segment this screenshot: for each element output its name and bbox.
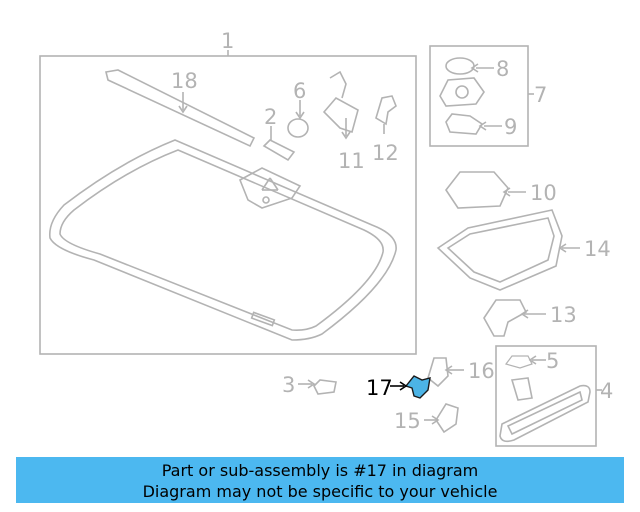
banner-line-2: Diagram may not be specific to your vehi… (142, 482, 498, 501)
part-10-cover (445, 171, 509, 209)
callout-15: 15 (394, 409, 421, 433)
part-3-pad (313, 379, 337, 395)
part-12-clip (375, 95, 397, 126)
part-17-group: 17 (366, 375, 431, 400)
callout-7: 7 (534, 83, 547, 107)
part-5-clip (504, 355, 533, 369)
part-6-sensor (287, 118, 309, 138)
part-8-gel-pad (445, 57, 475, 75)
rearview-mirror (499, 384, 591, 443)
callout-17: 17 (366, 376, 393, 400)
part-14-group: 14 (436, 209, 611, 291)
callout-18: 18 (171, 69, 198, 93)
callout-3: 3 (282, 373, 295, 397)
mirror-group: 4 5 (495, 345, 613, 447)
info-banner: Part or sub-assembly is #17 in diagram D… (16, 457, 624, 503)
callout-5: 5 (546, 349, 559, 373)
callout-14: 14 (584, 237, 611, 261)
part-10-group: 10 (445, 171, 557, 209)
part-2-pad (262, 139, 296, 162)
callout-8: 8 (496, 57, 509, 81)
part-16-bracket (427, 357, 449, 388)
part-9-bracket (445, 113, 484, 135)
callout-13: 13 (550, 303, 577, 327)
banner-line-1: Part or sub-assembly is #17 in diagram (161, 461, 479, 480)
callout-12: 12 (372, 141, 399, 165)
callout-11: 11 (338, 149, 365, 173)
part-15-clip (435, 403, 459, 434)
part-15-group: 15 (394, 403, 459, 434)
windshield-assembly-group: 1 18 2 6 11 12 (39, 29, 417, 355)
parts-diagram: 1 18 2 6 11 12 (39, 29, 613, 447)
part-17-highlighted (404, 375, 431, 399)
windshield-glass (48, 139, 397, 341)
part-13-group: 13 (483, 299, 577, 337)
part-14-console (436, 209, 563, 291)
callout-2: 2 (264, 105, 277, 129)
part-16-group: 16 (427, 357, 495, 388)
callout-16: 16 (468, 359, 495, 383)
callout-4: 4 (600, 379, 613, 403)
callout-1: 1 (221, 29, 234, 53)
callout-10: 10 (530, 181, 557, 205)
callout-9: 9 (504, 115, 517, 139)
part-11-bracket (322, 96, 359, 134)
sensor-group: 7 8 9 (429, 45, 547, 147)
part-3-group: 3 (282, 373, 337, 397)
part-13-trim (483, 299, 528, 337)
callout-6: 6 (293, 79, 306, 103)
